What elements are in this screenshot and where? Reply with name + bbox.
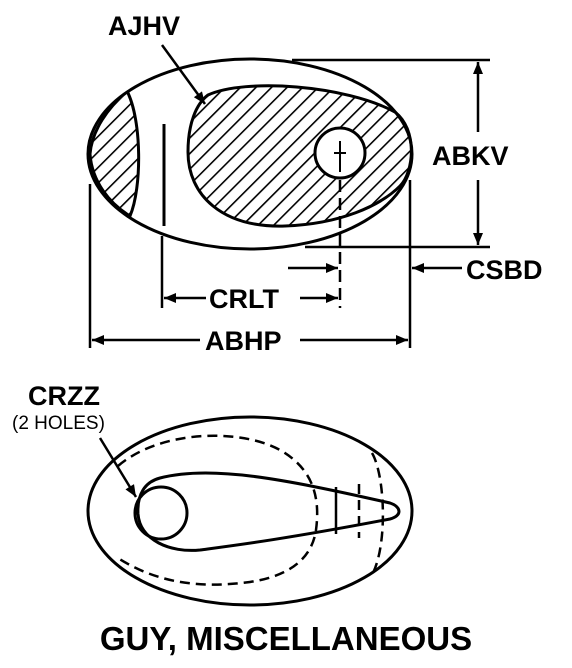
label-abhp: ABHP [205,326,282,356]
label-crzz-note: (2 HOLES) [12,413,105,434]
top-view [86,57,414,251]
left-hatched-section [88,88,141,219]
ajhv-hatched-body [186,84,413,228]
ajhv-leader [160,44,207,105]
bottom-dashed-right-arc [370,452,385,576]
bottom-hole [133,485,189,541]
crzz-leader [98,437,138,498]
label-crzz: CRZZ [28,381,100,411]
bottom-outer-ellipse [86,415,414,607]
bottom-view [86,415,414,607]
top-dimensions [88,44,490,348]
page-title: GUY, MISCELLANEOUS [100,620,472,657]
label-crlt: CRLT [209,284,279,314]
label-ajhv: AJHV [108,11,180,41]
label-csbd: CSBD [466,255,543,285]
bottom-teardrop [136,471,401,552]
bottom-dashed-contour [117,434,319,586]
label-abkv: ABKV [432,141,509,171]
